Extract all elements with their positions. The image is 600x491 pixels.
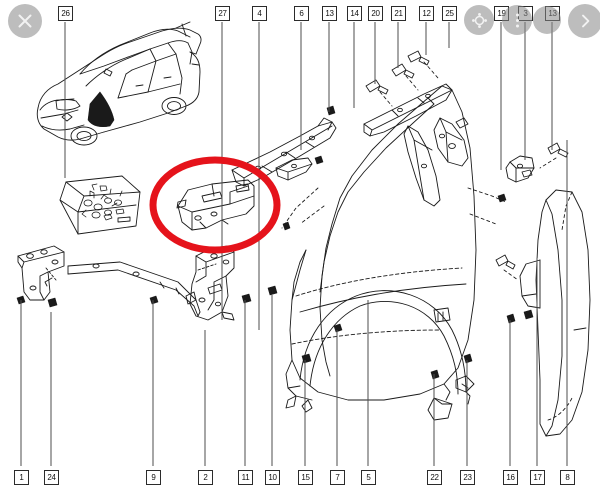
callout-label-14[interactable]: 14: [347, 6, 362, 21]
callout-label-24[interactable]: 24: [44, 470, 59, 485]
left-bracket-assembly: [17, 245, 65, 301]
close-glyph: [18, 14, 32, 28]
vertical-dots-glyph: [515, 13, 519, 27]
callout-label-26[interactable]: 26: [58, 6, 73, 21]
callout-label-11[interactable]: 11: [238, 470, 253, 485]
callout-label-25[interactable]: 25: [442, 6, 457, 21]
right-small-bracket: [505, 155, 535, 183]
callout-label-27[interactable]: 27: [215, 6, 230, 21]
close-icon[interactable]: [8, 4, 42, 38]
callout-label-8[interactable]: 8: [560, 470, 575, 485]
callout-label-6[interactable]: 6: [294, 6, 309, 21]
inner-support-rail: [67, 261, 201, 317]
callout-label-9[interactable]: 9: [146, 470, 161, 485]
callout-label-2[interactable]: 2: [198, 470, 213, 485]
callout-label-5[interactable]: 5: [361, 470, 376, 485]
small-bracket-top: [275, 157, 313, 181]
zoom-glyph: [471, 12, 487, 28]
callout-label-4[interactable]: 4: [252, 6, 267, 21]
callout-label-22[interactable]: 22: [427, 470, 442, 485]
callout-label-23[interactable]: 23: [460, 470, 475, 485]
callout-label-15[interactable]: 15: [298, 470, 313, 485]
vehicle-line-drawing: [36, 21, 202, 146]
callout-label-17[interactable]: 17: [530, 470, 545, 485]
callout-label-16[interactable]: 16: [503, 470, 518, 485]
next-icon[interactable]: [568, 4, 600, 38]
zoom-reset-icon[interactable]: [464, 5, 494, 35]
more-options-icon[interactable]: [502, 5, 532, 35]
callout-label-1[interactable]: 1: [14, 470, 29, 485]
parts-box: [59, 175, 141, 235]
side-trim-moulding: [519, 189, 591, 437]
callout-label-12[interactable]: 12: [419, 6, 434, 21]
centre-hinge-assembly: [185, 245, 235, 321]
callout-label-13[interactable]: 13: [322, 6, 337, 21]
fasteners: [365, 50, 569, 281]
callout-label-21[interactable]: 21: [391, 6, 406, 21]
upper-reinforcement-rail: [231, 117, 337, 187]
front-wing-panel: [281, 85, 507, 421]
chevron-right-glyph: [582, 14, 590, 28]
upper-slim-rail: [363, 83, 453, 137]
callout-label-7[interactable]: 7: [330, 470, 345, 485]
secondary-options-icon[interactable]: [533, 6, 561, 34]
callout-label-20[interactable]: 20: [368, 6, 383, 21]
callout-label-10[interactable]: 10: [265, 470, 280, 485]
